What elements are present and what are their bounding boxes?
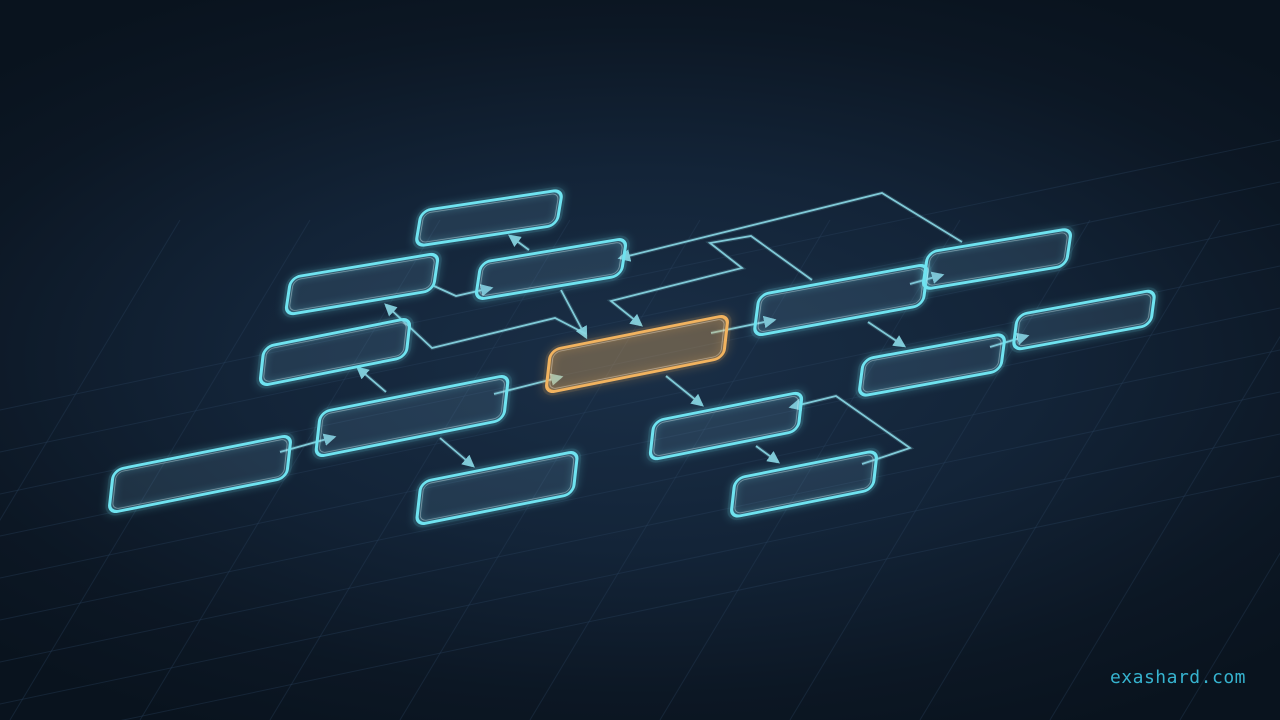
node-box xyxy=(256,315,414,389)
grid-line xyxy=(0,139,1280,411)
node-box xyxy=(282,250,442,318)
grid-lines xyxy=(0,139,1280,720)
edge-arrow-n8-n9 xyxy=(710,315,777,334)
node-border xyxy=(922,228,1072,290)
grid-line xyxy=(269,219,571,720)
node-box xyxy=(412,186,566,250)
node-box xyxy=(105,432,295,516)
grid-line xyxy=(659,219,961,720)
node-border xyxy=(284,252,440,316)
node-inner-highlight xyxy=(112,439,288,509)
node-inner-highlight xyxy=(289,257,435,311)
grid-line xyxy=(1049,335,1280,720)
edge-arrow-n2-n4 xyxy=(439,437,475,468)
node-inner-highlight xyxy=(653,396,799,456)
node-box xyxy=(855,330,1009,400)
edge-glow xyxy=(384,303,587,351)
node-box xyxy=(412,448,582,528)
node-box xyxy=(646,389,806,463)
grid-line xyxy=(0,219,181,521)
node-border xyxy=(258,318,412,386)
node-border xyxy=(415,451,579,525)
edge-glow xyxy=(619,190,964,260)
edge-arrow-n2-n3 xyxy=(356,366,387,393)
edge-arrow-n12-n13 xyxy=(989,332,1030,348)
edge-arrow-n6-n8 xyxy=(560,289,588,340)
node-inner-highlight xyxy=(926,232,1068,286)
node-highlighted xyxy=(542,312,732,396)
node-inner-highlight xyxy=(862,337,1002,393)
node-inner-highlight xyxy=(319,379,505,453)
node-inner-highlight xyxy=(479,242,623,296)
node-border xyxy=(415,189,563,247)
node-box xyxy=(312,372,512,460)
grid-line xyxy=(529,219,831,720)
node-inner-highlight xyxy=(1016,294,1152,346)
grid-line xyxy=(789,219,1091,720)
node-border xyxy=(545,314,729,394)
node-border xyxy=(314,374,510,458)
grid-line xyxy=(1179,552,1280,720)
grid-line xyxy=(919,219,1221,720)
node-inner-highlight xyxy=(419,193,559,243)
edge-arrow-n6-n7 xyxy=(507,234,530,251)
edge-arrow-n11-n14 xyxy=(755,445,781,464)
grid-line xyxy=(0,391,1280,663)
node-inner-highlight xyxy=(549,319,725,389)
grid-line xyxy=(0,433,1280,705)
grid-line xyxy=(399,219,701,720)
node-border xyxy=(474,238,628,300)
grid-line xyxy=(0,307,1280,579)
node-box xyxy=(727,447,881,521)
node-border xyxy=(730,450,878,518)
node-border xyxy=(858,333,1006,397)
node-border xyxy=(648,391,804,461)
grid-line xyxy=(120,475,1280,720)
grid-line xyxy=(0,349,1280,621)
watermark-text: exashard.com xyxy=(1109,667,1246,688)
node-box xyxy=(1009,287,1159,353)
edge-arrow-n9-n12 xyxy=(867,321,907,348)
node-inner-highlight xyxy=(419,455,575,521)
node-box xyxy=(472,235,630,303)
edge-arrow-n14-n11 xyxy=(788,395,912,465)
edge-arrow-n8-n11 xyxy=(665,375,704,407)
node-border xyxy=(1012,289,1156,351)
edge-arrow-n10-n8 xyxy=(617,192,963,262)
edge-arrow-n8-n5 xyxy=(384,303,587,349)
node-inner-highlight xyxy=(263,322,407,382)
node-layer xyxy=(105,186,1159,528)
node-box xyxy=(919,225,1075,293)
grid-line xyxy=(9,219,311,720)
node-border xyxy=(108,434,292,514)
edge-arrow-n9-n8 xyxy=(609,235,813,327)
node-inner-highlight xyxy=(734,454,874,514)
